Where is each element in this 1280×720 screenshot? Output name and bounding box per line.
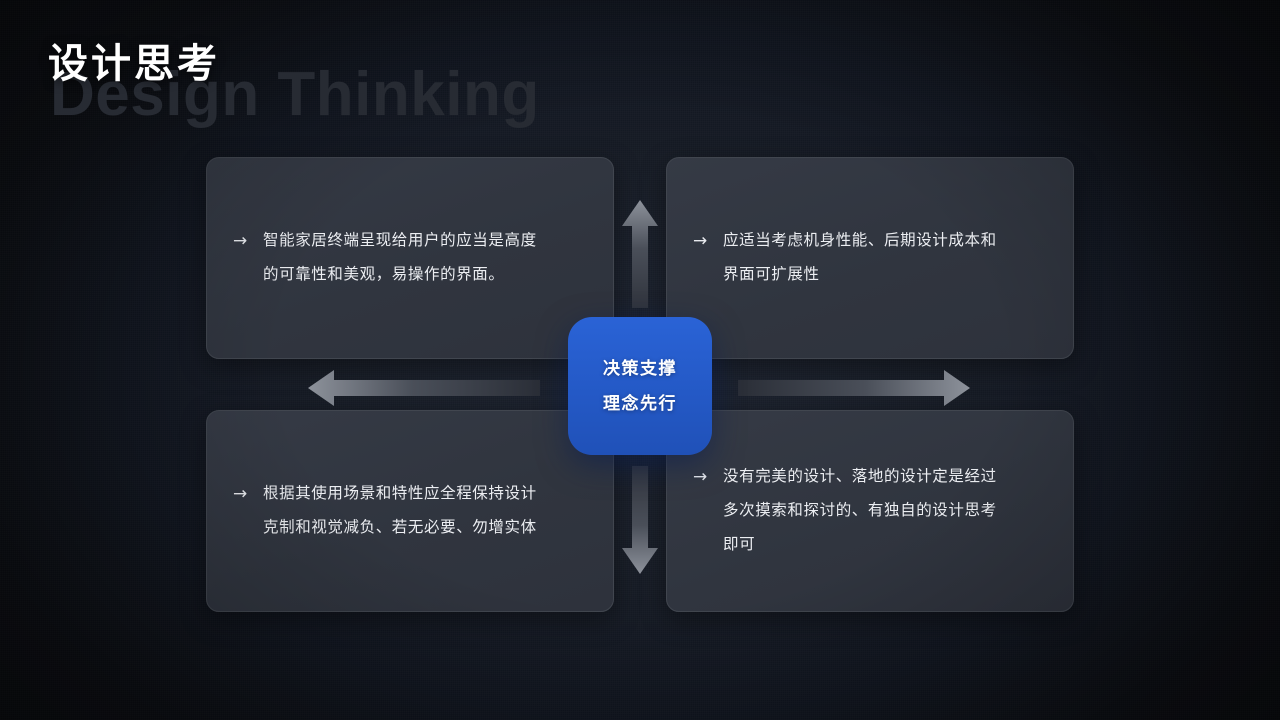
ghost-title-english: Design Thinking — [50, 60, 540, 129]
card-content: → 智能家居终端呈现给用户的应当是高度 的可靠性和美观，易操作的界面。 — [207, 224, 613, 292]
card-text-top-left: 智能家居终端呈现给用户的应当是高度 的可靠性和美观，易操作的界面。 — [263, 232, 537, 283]
center-node-line-2: 理念先行 — [603, 394, 677, 413]
card-text-top-right: 应适当考虑机身性能、后期设计成本和 界面可扩展性 — [723, 232, 997, 283]
card-text-bottom-left: 根据其使用场景和特性应全程保持设计 克制和视觉减负、若无必要、勿增实体 — [263, 485, 537, 536]
bullet-arrow-icon: → — [693, 467, 708, 487]
connector-arrow-down-icon — [622, 466, 658, 574]
bullet-arrow-icon: → — [233, 231, 248, 251]
card-text-bottom-right: 没有完美的设计、落地的设计定是经过 多次摸索和探讨的、有独自的设计思考 即可 — [723, 468, 997, 553]
center-node[interactable]: 决策支撑 理念先行 — [568, 317, 712, 455]
card-content: → 应适当考虑机身性能、后期设计成本和 界面可扩展性 — [667, 224, 1073, 292]
page-title: 设计思考 — [48, 42, 220, 86]
bullet-arrow-icon: → — [693, 231, 708, 251]
quadrant-card-top-right[interactable]: → 应适当考虑机身性能、后期设计成本和 界面可扩展性 — [666, 157, 1074, 359]
connector-arrow-left-icon — [308, 370, 540, 406]
card-content: → 没有完美的设计、落地的设计定是经过 多次摸索和探讨的、有独自的设计思考 即可 — [667, 460, 1073, 562]
quadrant-card-bottom-right[interactable]: → 没有完美的设计、落地的设计定是经过 多次摸索和探讨的、有独自的设计思考 即可 — [666, 410, 1074, 612]
quadrant-card-bottom-left[interactable]: → 根据其使用场景和特性应全程保持设计 克制和视觉减负、若无必要、勿增实体 — [206, 410, 614, 612]
connector-arrow-right-icon — [738, 370, 970, 406]
quadrant-card-top-left[interactable]: → 智能家居终端呈现给用户的应当是高度 的可靠性和美观，易操作的界面。 — [206, 157, 614, 359]
title-block: Design Thinking 设计思考 — [48, 22, 688, 132]
card-content: → 根据其使用场景和特性应全程保持设计 克制和视觉减负、若无必要、勿增实体 — [207, 477, 613, 545]
connector-arrow-up-icon — [622, 200, 658, 308]
bullet-arrow-icon: → — [233, 484, 248, 504]
center-node-line-1: 决策支撑 — [603, 359, 677, 378]
